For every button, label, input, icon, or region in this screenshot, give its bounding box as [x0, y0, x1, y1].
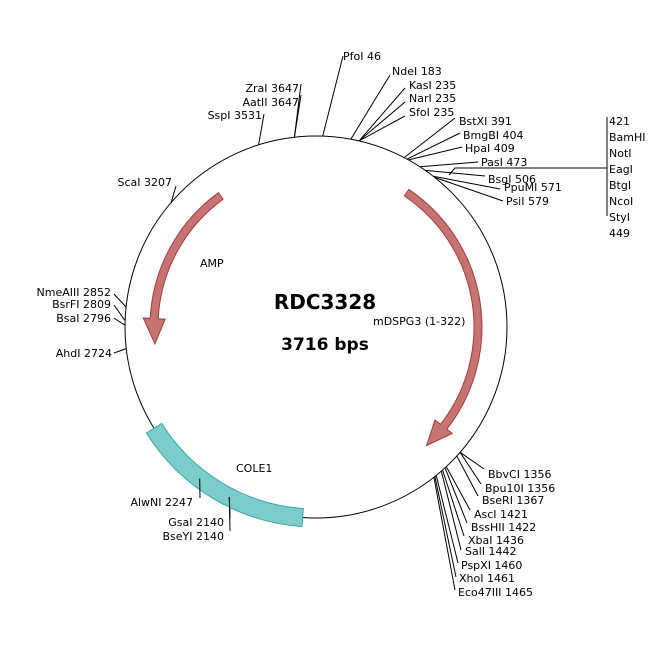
site-label-aatii[interactable]: AatII 3647	[242, 96, 299, 109]
plasmid-backbone	[124, 135, 508, 519]
site-leader-asci	[445, 466, 471, 511]
site-label-bsshii[interactable]: BssHII 1422	[471, 521, 536, 534]
feature-mdspg3-arrow[interactable]: mDSPG3 (1-322)	[373, 188, 483, 447]
site-label-zrai[interactable]: ZraI 3647	[245, 82, 299, 95]
site-group-enzyme: NotI	[609, 147, 632, 160]
site-leader-bbvci	[459, 451, 485, 470]
site-label-scai[interactable]: ScaI 3207	[117, 176, 172, 189]
site-label-eco47iii[interactable]: Eco47III 1465	[458, 586, 533, 599]
site-leader-pfoi	[322, 55, 344, 137]
site-leader-pspxi	[435, 475, 459, 564]
site-group-enzyme: StyI	[609, 211, 630, 224]
site-group-enzyme: BtgI	[609, 179, 631, 192]
site-group-start: 421	[609, 115, 630, 128]
site-leader-sali	[440, 470, 462, 551]
site-label-psii[interactable]: PsiI 579	[506, 195, 549, 208]
site-leader-ndei	[350, 74, 391, 140]
site-leader-psii	[434, 177, 504, 202]
cole1-band-shape	[145, 422, 304, 528]
site-leader-bsshii	[444, 467, 468, 524]
site-label-ppumi[interactable]: PpuMI 571	[504, 181, 562, 194]
site-label-pfoi[interactable]: PfoI 46	[343, 50, 381, 63]
site-leader-bseyi	[228, 497, 231, 532]
site-label-ahdi[interactable]: AhdI 2724	[56, 347, 112, 360]
site-leader-xbai	[442, 469, 465, 537]
site-group: 421 BamHI NotI EagI BtgI NcoI StyI 449	[448, 115, 646, 240]
site-group-enzyme: NcoI	[609, 195, 633, 208]
site-label-xbai[interactable]: XbaI 1436	[468, 534, 524, 547]
site-label-pspxi[interactable]: PspXI 1460	[461, 559, 522, 572]
site-leader-eco47iii	[433, 477, 456, 591]
site-label-alwni[interactable]: AlwNI 2247	[130, 496, 193, 509]
site-leader-pasi	[419, 161, 479, 168]
plasmid-name: RDC3328	[274, 290, 376, 314]
site-label-ndei[interactable]: NdeI 183	[392, 65, 442, 78]
site-label-bsgi[interactable]: BsgI 506	[488, 173, 536, 186]
site-leader-kasi	[358, 87, 406, 142]
site-label-asci[interactable]: AscI 1421	[474, 508, 528, 521]
site-leader-ahdi	[113, 348, 127, 354]
site-label-pasi[interactable]: PasI 473	[481, 156, 527, 169]
site-group-leader	[448, 167, 607, 176]
site-label-nmeaiii[interactable]: NmeAIII 2852	[37, 286, 111, 299]
site-leader-ppumi	[433, 175, 501, 190]
site-label-bsrfi[interactable]: BsrFI 2809	[52, 298, 111, 311]
site-leader-scai	[170, 185, 177, 203]
site-leader-bseri	[456, 455, 479, 497]
site-label-bbvci[interactable]: BbvCI 1356	[488, 468, 551, 481]
site-leader-xhoi	[434, 476, 457, 578]
amp-arrow-shape	[142, 192, 224, 346]
plasmid-size: 3716 bps	[281, 335, 369, 355]
site-label-nari[interactable]: NarI 235	[409, 92, 456, 105]
site-leader-bsgi	[425, 169, 486, 177]
site-leader-zrai	[293, 83, 302, 138]
site-label-bsai[interactable]: BsaI 2796	[56, 312, 111, 325]
site-group-enzyme: BamHI	[609, 131, 646, 144]
site-label-bseyi[interactable]: BseYI 2140	[163, 530, 225, 543]
cole1-label: COLE1	[236, 462, 272, 475]
site-leader-bstxi	[403, 117, 456, 158]
mdspg3-label: mDSPG3 (1-322)	[373, 315, 465, 328]
site-leader-sspi	[258, 113, 265, 145]
site-label-sspi[interactable]: SspI 3531	[208, 109, 262, 122]
feature-amp-arrow[interactable]: AMP	[142, 192, 224, 346]
site-group-enzyme: EagI	[609, 163, 633, 176]
site-label-kasi[interactable]: KasI 235	[409, 79, 456, 92]
amp-label: AMP	[200, 257, 224, 270]
mdspg3-arrow-shape	[403, 188, 483, 447]
site-leader-nmeaiii	[113, 293, 127, 308]
site-leader-bsrfi	[113, 304, 126, 321]
site-leader-bsai	[113, 317, 126, 326]
site-leaders	[113, 55, 504, 591]
site-leader-bpu10i	[459, 452, 482, 485]
site-label-xhoi[interactable]: XhoI 1461	[459, 572, 515, 585]
site-label-sali[interactable]: SalI 1442	[465, 545, 517, 558]
site-label-sfoi[interactable]: SfoI 235	[409, 106, 454, 119]
site-label-gsai[interactable]: GsaI 2140	[168, 516, 224, 529]
site-label-hpai[interactable]: HpaI 409	[465, 142, 515, 155]
site-leader-sfoi	[358, 115, 406, 142]
site-label-bpu10i[interactable]: Bpu10I 1356	[485, 482, 555, 495]
site-leader-hpai	[408, 146, 463, 161]
site-label-bseri[interactable]: BseRI 1367	[482, 494, 544, 507]
site-leader-nari	[358, 101, 406, 142]
site-label-bstxi[interactable]: BstXI 391	[459, 115, 512, 128]
feature-cole1-band[interactable]: COLE1	[145, 422, 304, 528]
site-group-end: 449	[609, 227, 630, 240]
site-leader-bmgbi	[406, 132, 461, 160]
site-label-bmgbi[interactable]: BmgBI 404	[463, 129, 524, 142]
